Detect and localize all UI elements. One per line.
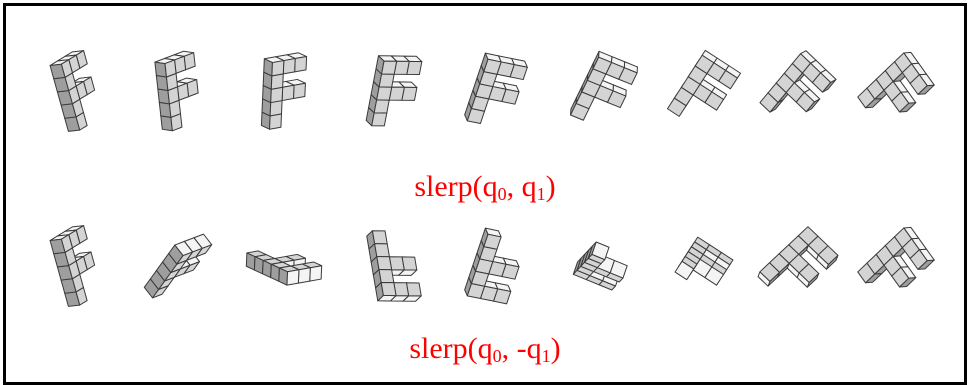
cube-face [271,60,285,77]
slerp-q1-frame-6 [570,50,638,121]
cube-face [297,267,311,284]
slerp-neg-q1-frame-2 [143,233,213,299]
slerp-neg-q1-frames-row [6,211,970,321]
cube-face [164,59,177,78]
slerp-neg-q1-frame-1 [49,225,96,307]
cube-face [591,241,610,261]
cube-face [294,56,308,73]
caption-end: ) [545,170,556,203]
cube-face [168,244,184,265]
cube-face [891,91,910,113]
cube-face [891,266,910,288]
slerp-q1-frame-7 [666,49,742,117]
cube-face [374,243,390,258]
diagram-frame: slerp(q0, q1) slerp(q0, -q1) [3,3,967,385]
cube-face [371,112,388,127]
slerp-q1-frame-4 [365,55,423,127]
slerp-q1-frame-8 [759,50,837,113]
cube-face [371,230,388,245]
cube-face [376,86,393,101]
slerp-q1-frames-row [6,36,970,146]
cube-face [282,58,296,75]
slerp-neg-q1-frame-6 [572,241,628,291]
slerp-neg-q1-frame-4 [366,230,422,302]
caption-fn: slerp( [414,170,483,203]
cube-face [909,249,928,270]
cube-face [759,262,781,282]
cube-face [380,281,397,297]
slerp-q1-frame-9 [857,51,935,113]
caption-sep: , - [501,332,527,365]
cube-face [281,84,295,102]
caption-slerp-q0-q1: slerp(q0, q1) [6,170,964,211]
caption-fn: slerp( [409,332,478,365]
cube-face [373,99,390,114]
cube-face [718,69,738,90]
cube-face [909,74,928,95]
slerp-neg-q1-frame-7 [674,236,734,286]
caption-a-sub: 0 [497,184,507,204]
slerp-q1-frame-2 [154,50,199,132]
caption-end: ) [550,332,561,365]
slerp-neg-q1-frame-9 [857,226,935,288]
cube-face [376,256,393,271]
caption-b: q [521,170,537,203]
caption-a: q [477,332,493,365]
caption-a: q [482,170,498,203]
cube-face [483,233,502,250]
slerp-neg-q1-frame-3 [245,250,323,286]
slerp-neg-q1-frame-5 [464,227,520,305]
slerp-q1-frame-3 [260,52,308,130]
cube-face [483,58,502,75]
caption-sep: , [506,170,522,203]
cube-face [49,63,66,80]
cube-face [798,263,820,283]
cube-face [378,73,395,88]
cube-face [811,72,832,93]
caption-slerp-q0-neg-q1: slerp(q0, -q1) [6,332,964,373]
cube-face [674,260,695,281]
slerp-q1-frame-1 [49,50,96,132]
cube-face [795,91,815,113]
cube-face [592,56,612,75]
cube-face [381,60,398,75]
cube-face [817,245,839,265]
cube-face [49,238,66,255]
caption-b: q [526,332,542,365]
slerp-neg-q1-frame-8 [757,226,839,288]
caption-b-sub: 1 [536,184,546,204]
caption-b-sub: 1 [541,346,551,366]
slerp-q1-frame-5 [464,52,528,125]
cube-face [309,265,323,282]
caption-a-sub: 0 [492,346,502,366]
cube-face [286,269,300,286]
cube-face [378,269,395,284]
cube-face [292,82,306,100]
